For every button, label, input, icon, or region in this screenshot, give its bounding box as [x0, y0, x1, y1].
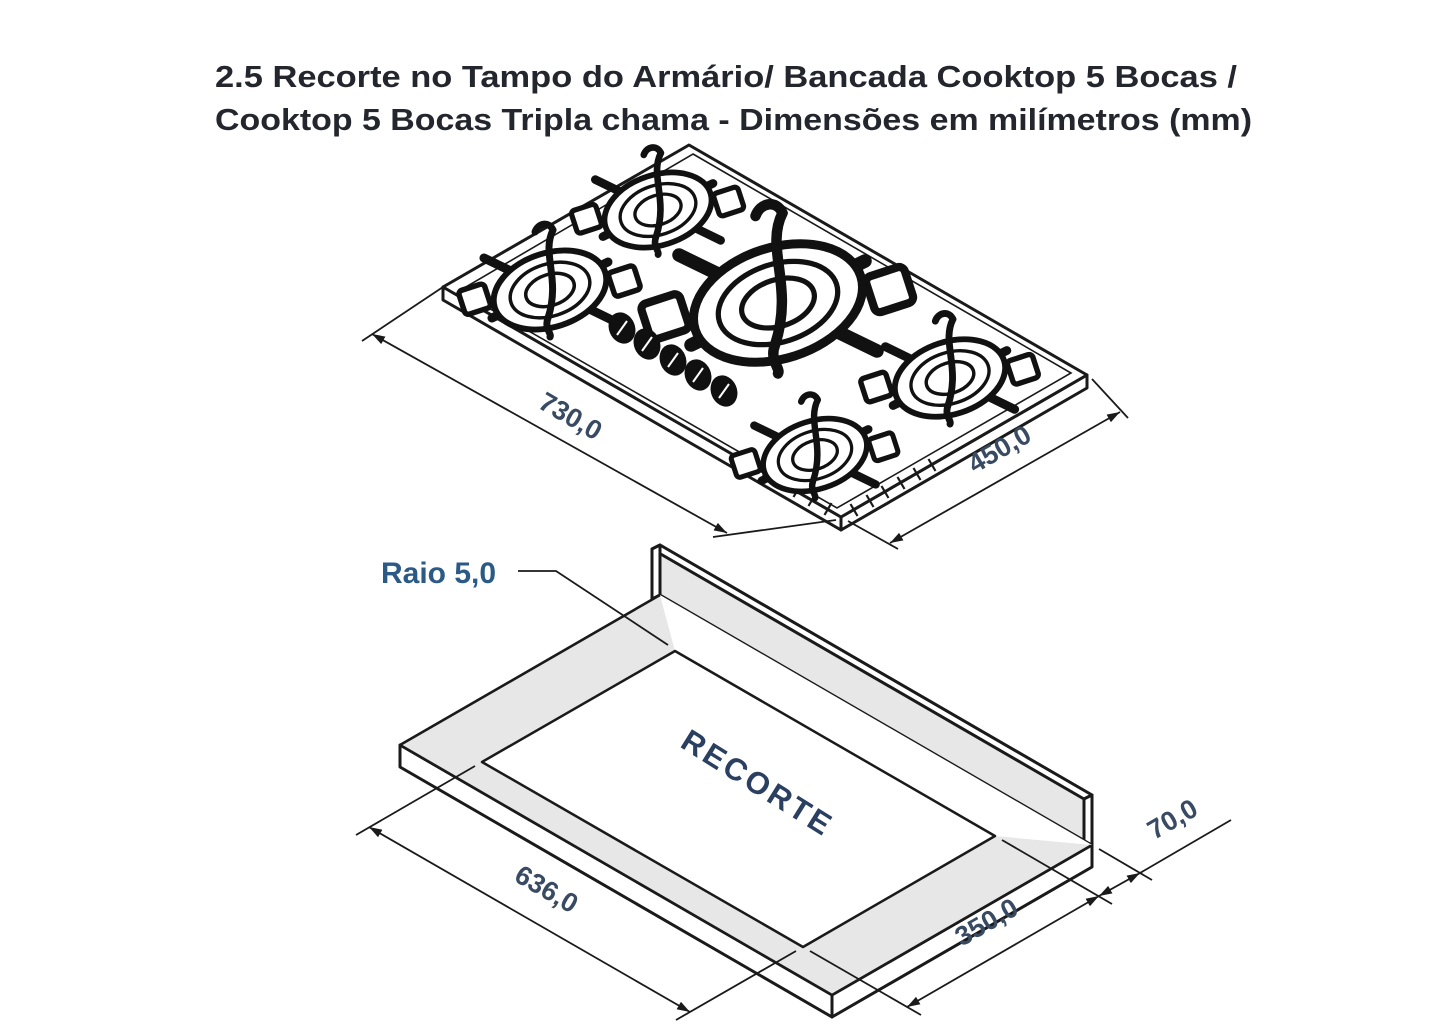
dimension-line — [1098, 872, 1141, 897]
extension-line — [355, 765, 476, 836]
backsplash-left-end — [650, 543, 662, 601]
dimension-line — [371, 333, 728, 534]
back-clearance-value: 70,0 — [1142, 793, 1203, 845]
extension-line — [361, 286, 444, 342]
cutout-diagram: RECORTE Raio 5,0 636,0 350,0 70,0 — [355, 543, 1232, 1021]
radius-callout: Raio 5,0 — [381, 557, 669, 646]
dimension-line — [368, 826, 691, 1013]
cooktop-width-value: 730,0 — [534, 386, 608, 446]
dimension-back-clearance: 70,0 — [1098, 793, 1232, 897]
extension-line — [847, 520, 899, 550]
radius-value: Raio 5,0 — [381, 557, 496, 590]
dimension-tail — [1139, 819, 1232, 874]
extension-line — [809, 950, 922, 1016]
backsplash — [650, 543, 1094, 851]
dimension-line — [889, 411, 1121, 544]
radius-leader-line — [518, 570, 669, 646]
cooktop-diagram: 730,0 450,0 — [361, 145, 1129, 550]
extension-line — [1001, 839, 1113, 905]
title-line-1: 2.5 Recorte no Tampo do Armário/ Bancada… — [215, 59, 1237, 94]
cooktop-glass-bevel — [457, 153, 1073, 509]
page-title: 2.5 Recorte no Tampo do Armário/ Bancada… — [215, 59, 1252, 137]
dimension-line — [906, 895, 1100, 1008]
extension-line — [675, 950, 797, 1021]
extension-line — [1091, 378, 1129, 419]
title-line-2: Cooktop 5 Bocas Tripla chama - Dimensões… — [215, 102, 1252, 137]
cutout-hole — [480, 649, 997, 949]
countertop-back-strip — [660, 595, 1092, 845]
extension-line — [712, 519, 837, 538]
extension-line — [1098, 848, 1153, 881]
